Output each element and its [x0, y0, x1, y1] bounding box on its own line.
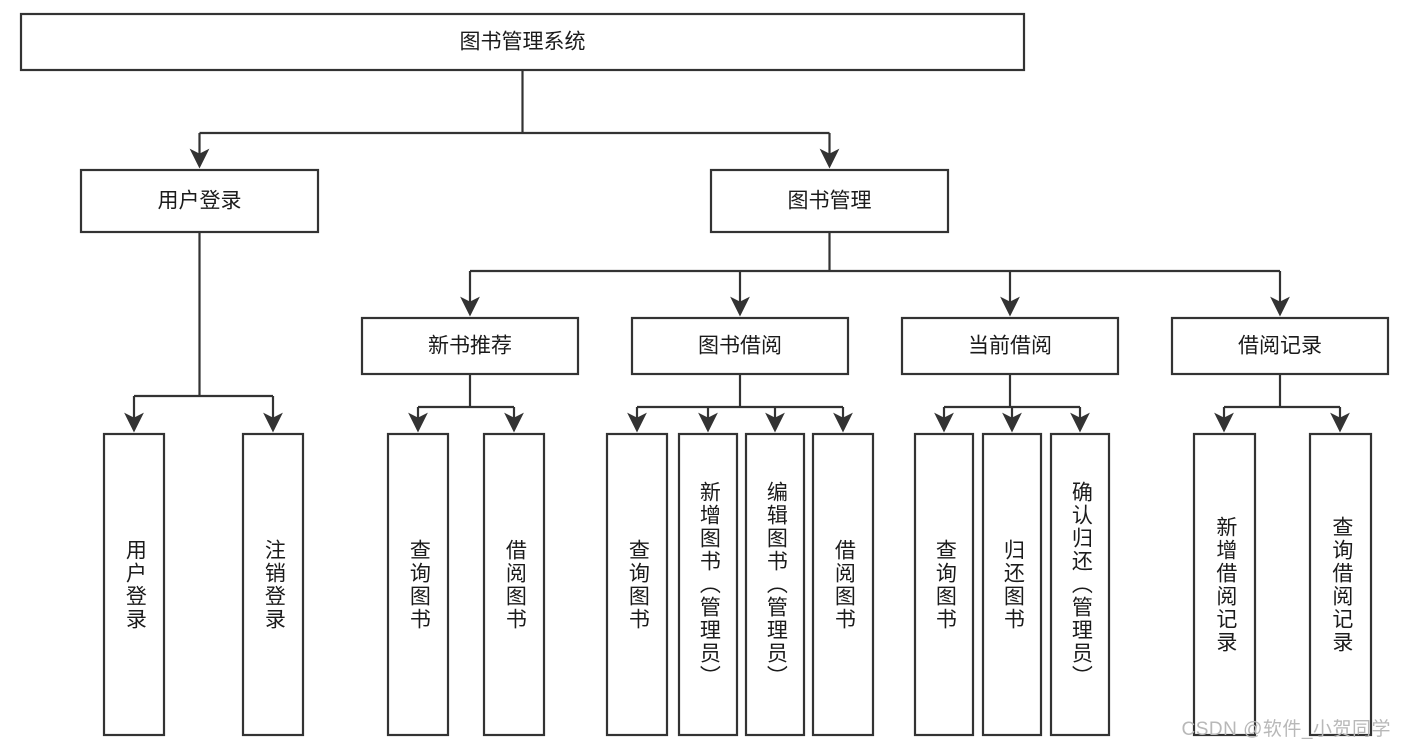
- edge-group-new-book: [408, 374, 524, 433]
- user-login-box[interactable]: [79, 168, 320, 234]
- node-book-manage[interactable]: 图书管理: [709, 168, 950, 234]
- edge-group-book-manage: [460, 232, 1290, 317]
- user-login-label: 用户登录: [158, 190, 242, 213]
- borrow-record-label: 借阅记录: [1238, 335, 1322, 358]
- book-manage-box[interactable]: [709, 168, 950, 234]
- leaf-box[interactable]: [1308, 432, 1373, 737]
- leaf-box-group: [102, 432, 1373, 737]
- borrow-label: 图书借阅: [698, 335, 782, 358]
- leaf-box[interactable]: [241, 432, 305, 737]
- node-user-login[interactable]: 用户登录: [79, 168, 320, 234]
- new-book-box[interactable]: [360, 316, 580, 376]
- leaf-box[interactable]: [102, 432, 166, 737]
- current-borrow-label: 当前借阅: [968, 335, 1052, 358]
- book-manage-label: 图书管理: [788, 190, 872, 213]
- leaf-box[interactable]: [1192, 432, 1257, 737]
- leaf-box[interactable]: [482, 432, 546, 737]
- root-box[interactable]: [19, 12, 1026, 72]
- edge-group-user-login: [124, 232, 283, 433]
- new-book-label: 新书推荐: [428, 335, 512, 358]
- node-current-borrow[interactable]: 当前借阅: [900, 316, 1120, 376]
- leaf-box[interactable]: [386, 432, 450, 737]
- leaf-box[interactable]: [811, 432, 875, 737]
- leaf-box[interactable]: [677, 432, 739, 737]
- watermark: CSDN @软件_小贺同学: [1181, 719, 1391, 740]
- leaf-box[interactable]: [913, 432, 975, 737]
- node-borrow[interactable]: 图书借阅: [630, 316, 850, 376]
- edge-group-borrow: [627, 374, 853, 433]
- node-borrow-record[interactable]: 借阅记录: [1170, 316, 1390, 376]
- borrow-record-box[interactable]: [1170, 316, 1390, 376]
- root-label: 图书管理系统: [460, 31, 586, 54]
- node-root[interactable]: 图书管理系统: [19, 12, 1026, 72]
- current-borrow-box[interactable]: [900, 316, 1120, 376]
- leaf-box[interactable]: [1049, 432, 1111, 737]
- edge-group-borrow-record: [1214, 374, 1350, 433]
- borrow-box[interactable]: [630, 316, 850, 376]
- leaf-box[interactable]: [605, 432, 669, 737]
- leaf-box[interactable]: [981, 432, 1043, 737]
- edge-group-current-borrow: [934, 374, 1090, 433]
- node-new-book[interactable]: 新书推荐: [360, 316, 580, 376]
- edge-group-root: [189, 70, 840, 169]
- leaf-box[interactable]: [744, 432, 806, 737]
